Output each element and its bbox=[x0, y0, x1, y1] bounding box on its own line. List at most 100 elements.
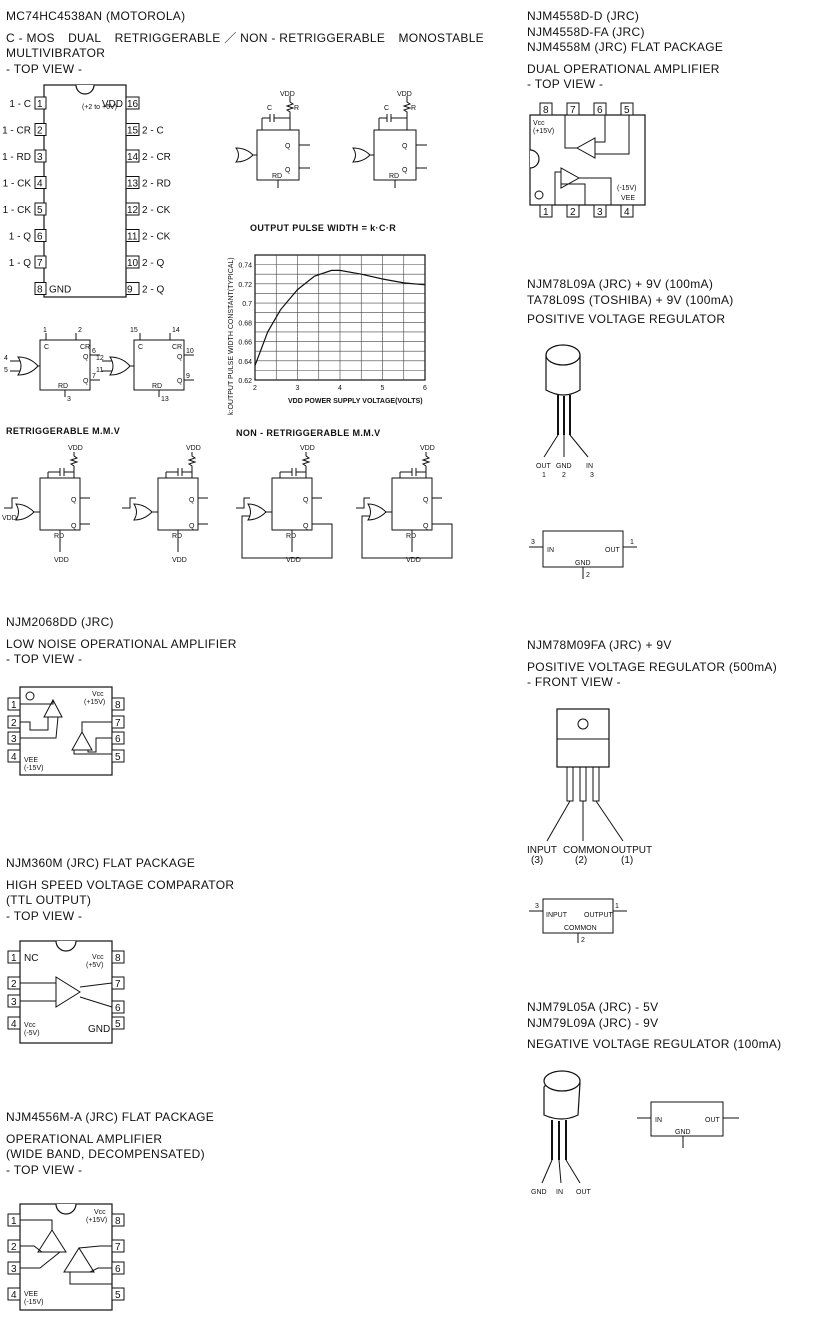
mmv-rd: RD bbox=[406, 533, 416, 540]
mc74-pin-6: 6 bbox=[92, 348, 96, 355]
n78l-sym-gnd: GND bbox=[575, 560, 591, 567]
dip-pin-box bbox=[125, 176, 140, 189]
n78l-pin-name: GND bbox=[556, 463, 572, 470]
mc74-header: MC74HC4538AN (MOTOROLA) C - MOS DUAL RET… bbox=[6, 9, 484, 77]
chart-xtick-label: 5 bbox=[381, 385, 385, 392]
dip-pin-name: 2 - CK bbox=[142, 232, 171, 243]
pin-num: 7 bbox=[115, 979, 121, 990]
dip-pin-name: 2 - CK bbox=[142, 205, 171, 216]
mmv-qbar: Q bbox=[423, 523, 429, 530]
mc74-pin-3: 3 bbox=[67, 396, 71, 403]
dip-pin-name: 2 - RD bbox=[142, 179, 171, 190]
njm78m09-desc: POSITIVE VOLTAGE REGULATOR (500mA) bbox=[527, 659, 778, 674]
pin-box bbox=[566, 204, 580, 218]
n78l-sym-pin2: 2 bbox=[586, 572, 590, 579]
dip-pin-name: 1 - Q bbox=[9, 258, 31, 269]
pin-box bbox=[7, 1213, 21, 1227]
pin-num: 6 bbox=[115, 1003, 121, 1014]
n360-gnd: GND bbox=[88, 1024, 110, 1035]
pin-num: 3 bbox=[11, 1264, 17, 1275]
mmv-rd: RD bbox=[286, 533, 296, 540]
chart-ytick-label: 0.74 bbox=[238, 263, 252, 270]
ex-q-label: Q bbox=[285, 143, 291, 150]
pin-box bbox=[7, 1016, 21, 1030]
ex-rd-label: RD bbox=[389, 173, 399, 180]
mmv-vdd-input: VDD bbox=[2, 515, 17, 522]
pin-box bbox=[111, 1261, 125, 1275]
dip-pin-num: 16 bbox=[127, 99, 139, 110]
dip-pin-box bbox=[34, 282, 47, 295]
mc74-pin-12: 12 bbox=[96, 355, 104, 362]
pin-num: 2 bbox=[11, 979, 17, 990]
njm360-desc2: (TTL OUTPUT) bbox=[6, 893, 92, 907]
retrig-label: RETRIGGERABLE M.M.V bbox=[6, 426, 121, 436]
dip-pin-box bbox=[34, 96, 47, 110]
dip-pin-box bbox=[34, 229, 47, 242]
mc74-pin-11: 11 bbox=[96, 367, 103, 374]
chart-ytick-label: 0.68 bbox=[238, 320, 252, 327]
dip-pin-num: 10 bbox=[127, 258, 139, 269]
pin-box bbox=[111, 976, 125, 990]
njm79-symbol: IN OUT GND bbox=[637, 1101, 739, 1148]
pin-num: 5 bbox=[624, 105, 630, 116]
pin-num: 3 bbox=[11, 734, 17, 745]
n2068-vee: VEE bbox=[24, 757, 38, 764]
chart-xtick-label: 2 bbox=[253, 385, 257, 392]
mc74-view: - TOP VIEW - bbox=[6, 61, 83, 76]
pin-num: 4 bbox=[11, 1290, 17, 1301]
pin-box bbox=[111, 731, 125, 745]
n78l-pin-num: 2 bbox=[562, 472, 566, 479]
dip-pin-name: 1 - Q bbox=[9, 232, 31, 243]
njm79-header: NJM79L05A (JRC) - 5V NJM79L09A (JRC) - 9… bbox=[527, 1000, 781, 1053]
njm4558-line: NJM4558D-FA (JRC) bbox=[527, 24, 645, 39]
dip-pin-num: 1 bbox=[37, 99, 43, 110]
pin-num: 1 bbox=[543, 207, 549, 218]
njm4558-header: NJM4558D-D (JRC) NJM4558D-FA (JRC) NJM45… bbox=[527, 9, 723, 93]
njm4558-line: NJM4558M (JRC) FLAT PACKAGE bbox=[527, 40, 724, 54]
pin-num: 6 bbox=[115, 734, 121, 745]
pin-num: 4 bbox=[11, 1019, 17, 1030]
mmv-vdd: VDD bbox=[286, 557, 301, 564]
dip-pin-num: 9 bbox=[127, 285, 133, 296]
njm4556-view: - TOP VIEW - bbox=[6, 1162, 83, 1177]
n78l-pin-name: OUT bbox=[536, 463, 552, 470]
mc74-desc: C - MOS DUAL RETRIGGERABLE ／ NON - RETRI… bbox=[6, 31, 484, 47]
n4558-vcc-val: (+15V) bbox=[533, 128, 554, 135]
pin-box bbox=[111, 697, 125, 711]
mc74-logic-blocks: C CR C CR Q Q Q Q RD RD 1 2 15 14 4 5 12… bbox=[4, 327, 194, 403]
pin-box bbox=[539, 204, 553, 218]
mc74-pin-15: 15 bbox=[130, 327, 138, 334]
pin-num: 8 bbox=[115, 1216, 121, 1227]
mc74-desc-word: DUAL bbox=[68, 30, 102, 45]
mc74-pin-10: 10 bbox=[186, 348, 194, 355]
n78l-sym-pin1: 1 bbox=[630, 539, 634, 546]
dip-pin-name: 2 - Q bbox=[142, 285, 164, 296]
dip-pin-name: 1 - CK bbox=[3, 179, 32, 190]
pin-box bbox=[593, 204, 607, 218]
n78l-pin-num: 3 bbox=[590, 472, 594, 479]
mc74-pin-1: 1 bbox=[43, 327, 47, 334]
n78l-pin-num: 1 bbox=[542, 472, 546, 479]
pin-box bbox=[7, 976, 21, 990]
dip-pin-box bbox=[34, 123, 47, 136]
pin-box bbox=[111, 749, 125, 763]
mc74-desc-word: MONOSTABLE bbox=[398, 30, 484, 45]
n78m-sym-common: COMMON bbox=[564, 925, 597, 932]
dip-pin-name: 1 - RD bbox=[2, 152, 31, 163]
n79-sym-in: IN bbox=[655, 1117, 662, 1124]
n360-vcc-neg: (-5V) bbox=[24, 1030, 40, 1037]
mc74-q-label: Q bbox=[83, 354, 89, 361]
dip-pin-name: 1 - CR bbox=[2, 126, 31, 137]
njm78l09-header: NJM78L09A (JRC) + 9V (100mA) TA78L09S (T… bbox=[527, 277, 734, 328]
dip-pin-box bbox=[125, 202, 140, 216]
pin-num: 1 bbox=[11, 953, 17, 964]
mc74-pin-13: 13 bbox=[161, 396, 169, 403]
dip-pin-name: 2 - C bbox=[142, 126, 164, 137]
pin-box bbox=[111, 1287, 125, 1301]
mc74-c-label: C bbox=[138, 344, 143, 351]
dip-pin-num: 5 bbox=[37, 205, 43, 216]
n78m-sym-pin2: 2 bbox=[581, 937, 585, 944]
njm79-line2: NJM79L09A (JRC) - 9V bbox=[527, 1015, 659, 1030]
pin-box bbox=[7, 994, 21, 1008]
